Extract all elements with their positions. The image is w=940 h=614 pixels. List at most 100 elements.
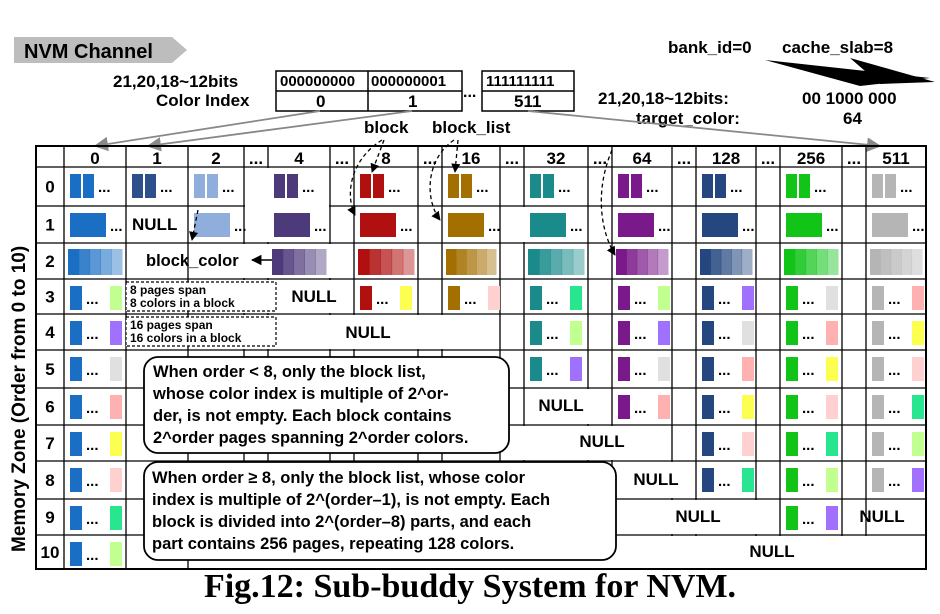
swatch-block (786, 357, 798, 381)
swatch-block (70, 542, 82, 566)
gradient-cell (282, 249, 295, 275)
block-color-label: block_color (146, 252, 239, 270)
swatch-block (702, 432, 714, 456)
swatch-row0 (798, 174, 810, 198)
ellipsis-dots: ... (826, 218, 839, 235)
swatch-tail (742, 395, 754, 419)
column-header: ... (423, 149, 437, 168)
column-header: 32 (547, 149, 566, 168)
row-header: 6 (45, 398, 54, 417)
column-header: ... (335, 149, 349, 168)
swatch-row0 (884, 174, 896, 198)
ellipsis-dots: ... (718, 291, 731, 308)
swatch-row0 (630, 174, 642, 198)
swatch-row0 (144, 174, 156, 198)
column-header: 1 (152, 149, 161, 168)
swatch-row1 (384, 213, 396, 237)
ellipsis-dots: ... (86, 547, 99, 564)
null-area-r6 (525, 389, 611, 424)
note-row3 (125, 281, 277, 312)
swatch-row1 (726, 213, 738, 237)
column-header: ... (847, 149, 861, 168)
swatch-row0 (274, 174, 286, 198)
index-value-0: 0 (316, 92, 325, 111)
swatch-row0 (714, 174, 726, 198)
ellipsis-dots: ... (802, 473, 815, 490)
null-r3: NULL (291, 287, 336, 306)
null-area-r9 (613, 500, 779, 534)
swatch-tail (912, 432, 924, 456)
gradient-cell (616, 249, 627, 275)
gradient-cell (700, 249, 711, 275)
ellipsis-dots: ... (888, 437, 901, 454)
gradient-cell (561, 249, 574, 275)
ellipsis-dots: ... (718, 473, 731, 490)
swatch-row1 (618, 213, 630, 237)
ellipsis-dots: ... (900, 179, 913, 196)
swatch-row0 (286, 174, 298, 198)
swatch-row1 (94, 213, 106, 237)
swatch-row1 (714, 213, 726, 237)
ellipsis-dots: ... (546, 326, 559, 343)
null-r6: NULL (538, 396, 583, 415)
swatch-row0 (206, 174, 218, 198)
ellipsis-dots: ... (388, 179, 401, 196)
block-color-area (189, 244, 353, 278)
swatch-block (70, 468, 82, 492)
column-header: 128 (712, 149, 740, 168)
gradient-cell (626, 249, 638, 275)
ellipsis-dots: ... (646, 179, 659, 196)
ellipsis-dots: ... (718, 326, 731, 343)
null-r10: NULL (749, 542, 794, 561)
gradient-cell (402, 249, 415, 275)
swatch-tail (110, 395, 122, 419)
gradient-cell (304, 249, 316, 275)
ellipsis-dots: ... (86, 326, 99, 343)
swatch-row1 (298, 213, 310, 237)
gradient-cell (315, 249, 327, 275)
null-r9b: NULL (859, 507, 904, 526)
swatch-tail (912, 357, 924, 381)
ellipsis-dots: ... (314, 218, 327, 235)
swatch-tail (826, 468, 838, 492)
swatch-row0 (786, 174, 798, 198)
swatch-tail (110, 321, 122, 345)
bits-value-1: 000000001 (371, 73, 446, 90)
swatch-block (872, 468, 884, 492)
swatch-row1 (642, 213, 654, 237)
null-r4: NULL (345, 323, 390, 342)
swatch-tail (912, 468, 924, 492)
ellipsis-dots: ... (814, 179, 827, 196)
swatch-row0 (372, 174, 384, 198)
swatch-block (872, 357, 884, 381)
row-header: 5 (45, 360, 54, 379)
ellipsis-dots: ... (802, 326, 815, 343)
gradient-cell (272, 249, 284, 275)
swatch-tail (110, 506, 122, 530)
gradient-cell (391, 249, 404, 275)
gradient-cell (89, 249, 101, 275)
ellipsis-dots: ... (888, 326, 901, 343)
swatch-block (530, 286, 542, 310)
swatch-row1 (286, 213, 298, 237)
ellipsis-dots: ... (802, 511, 815, 528)
swatch-block (702, 395, 714, 419)
swatch-tail (912, 321, 924, 345)
ellipsis-dots: ... (802, 291, 815, 308)
swatch-row1 (472, 213, 484, 237)
row-header: 2 (45, 252, 54, 271)
channel-badge (14, 37, 187, 63)
index-arrows (93, 110, 882, 152)
null-r9: NULL (675, 507, 720, 526)
swatch-row0 (530, 174, 542, 198)
swatch-row1 (786, 213, 798, 237)
gradient-cell (657, 249, 669, 275)
ellipsis-dots: ... (546, 291, 559, 308)
column-header: ... (593, 149, 607, 168)
gradient-cell (358, 249, 370, 275)
row1-blank (245, 207, 267, 242)
gradient-cell (550, 249, 563, 275)
swatch-row0 (618, 174, 630, 198)
swatch-row0 (360, 174, 372, 198)
gradient-cell (539, 249, 551, 275)
